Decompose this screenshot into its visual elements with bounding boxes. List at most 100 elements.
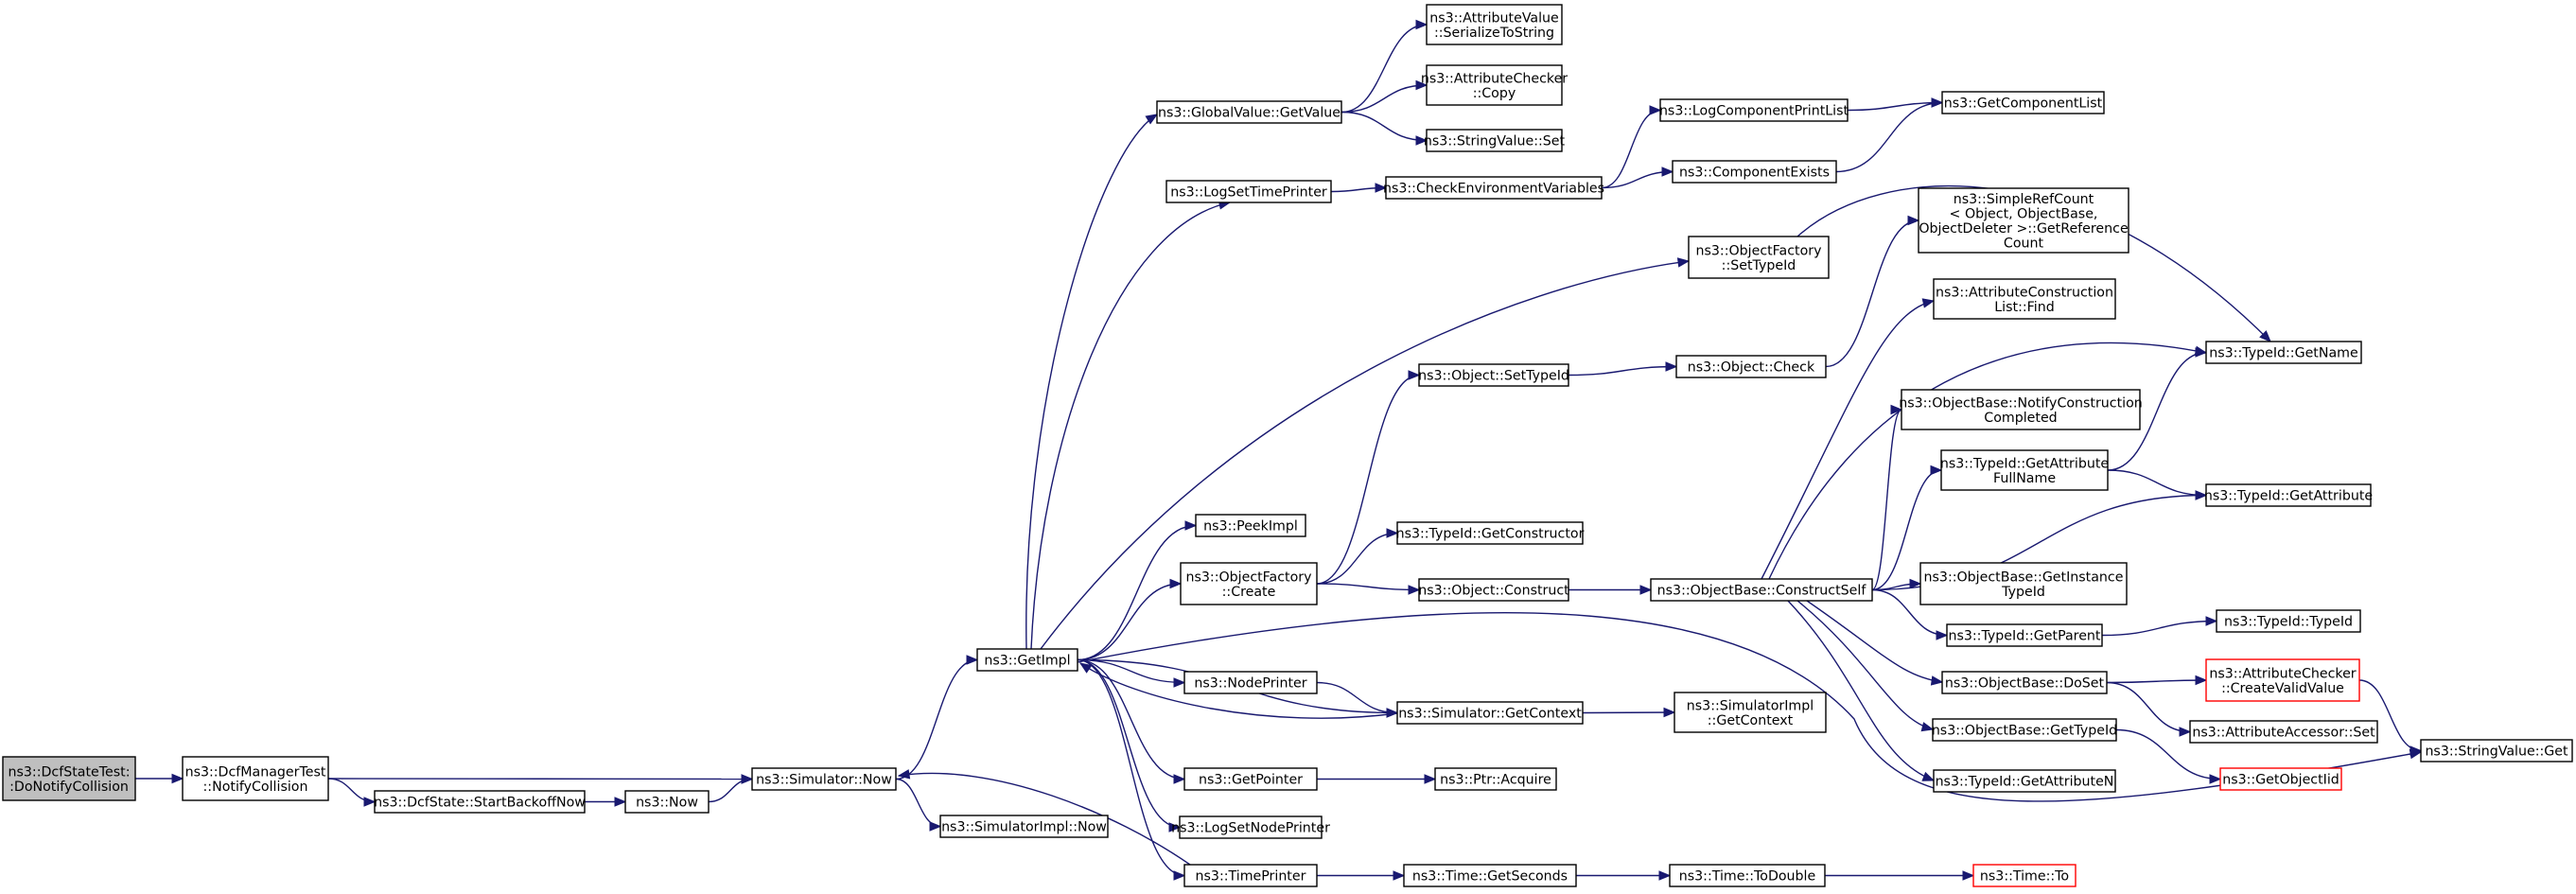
- node-n44[interactable]: ns3::Ptr::Acquire: [1434, 767, 1557, 791]
- node-n16[interactable]: ns3::ObjectFactory::SetTypeId: [1688, 236, 1830, 279]
- node-box: [1933, 278, 2116, 320]
- node-n36[interactable]: ns3::StringValue::Get: [2420, 739, 2573, 763]
- arrowhead-n6-n45: [1168, 822, 1182, 833]
- node-box: [1688, 236, 1830, 279]
- node-label: TypeId: [2001, 585, 2045, 600]
- node-label: ::SerializeToString: [1434, 26, 1554, 41]
- arrowhead-n29-n23: [1930, 465, 1943, 476]
- node-n28[interactable]: ns3::Object::Construct: [1418, 578, 1569, 602]
- arrowhead-n6-n43: [1173, 774, 1186, 784]
- node-n42[interactable]: ns3::TypeId::GetAttributeN: [1933, 769, 2116, 793]
- node-box: [2205, 483, 2372, 507]
- node-n2[interactable]: ns3::DcfState::StartBackoffNow: [374, 790, 586, 814]
- node-label: ::SetTypeId: [1722, 258, 1796, 273]
- node-n20[interactable]: ns3::Object::SetTypeId: [1418, 363, 1569, 387]
- node-n5[interactable]: ns3::SimulatorImpl::Now: [939, 815, 1109, 838]
- node-box: [1195, 514, 1306, 537]
- node-n48[interactable]: ns3::Time::ToDouble: [1669, 864, 1826, 887]
- edge-n27-n20: [1316, 374, 1420, 585]
- edge-n7-n8: [1341, 24, 1428, 114]
- node-n38[interactable]: ns3::Simulator::GetContext: [1396, 701, 1584, 725]
- node-box: [1669, 864, 1826, 887]
- node-label: ns3::DcfStateTest:: [9, 764, 131, 780]
- arrowhead-n34-n36: [2410, 745, 2423, 756]
- edge-n15-n14: [1835, 101, 1943, 173]
- node-n13[interactable]: ns3::LogComponentPrintList: [1659, 98, 1849, 122]
- node-n26[interactable]: ns3::TypeId::GetConstructor: [1396, 521, 1585, 545]
- node-n25[interactable]: ns3::PeekImpl: [1195, 514, 1306, 537]
- arrowhead-n27-n28: [1408, 585, 1421, 595]
- node-n1[interactable]: ns3::DcfManagerTest::NotifyCollision: [182, 756, 329, 801]
- node-n29[interactable]: ns3::ObjectBase::ConstructSelf: [1650, 578, 1873, 602]
- arrowhead-n27-n20: [1408, 370, 1421, 380]
- node-box: [2205, 341, 2362, 364]
- edge-n29-n40: [1796, 600, 1934, 730]
- node-n9[interactable]: ns3::AttributeChecker::Copy: [1421, 64, 1568, 106]
- node-box: [1946, 623, 2103, 647]
- node-label: ::CreateValidValue: [2221, 681, 2344, 696]
- arrowhead-n1-n2: [363, 797, 377, 807]
- arrowhead-n48-n49: [1962, 870, 1975, 881]
- node-n45[interactable]: ns3::LogSetNodePrinter: [1171, 815, 1330, 839]
- node-n12[interactable]: ns3::CheckEnvironmentVariables: [1383, 176, 1604, 200]
- node-n37[interactable]: ns3::NodePrinter: [1183, 671, 1318, 694]
- node-box: [1180, 562, 1318, 605]
- node-box: [1650, 578, 1873, 602]
- node-n18[interactable]: ns3::SimpleRefCount< Object, ObjectBase,…: [1918, 187, 2129, 254]
- node-n40[interactable]: ns3::ObjectBase::GetTypeId: [1932, 718, 2117, 742]
- node-n11[interactable]: ns3::LogSetTimePrinter: [1165, 180, 1332, 203]
- arrowhead-n29-n22: [1890, 404, 1903, 415]
- node-n27[interactable]: ns3::ObjectFactory::Create: [1180, 562, 1318, 605]
- arrowhead-n31-n32: [2205, 616, 2218, 626]
- edge-n6-n37: [1077, 658, 1185, 684]
- arrowhead-n37-n38: [1386, 708, 1399, 718]
- node-n15[interactable]: ns3::ComponentExists: [1672, 160, 1837, 184]
- node-n24[interactable]: ns3::TypeId::GetAttribute: [2204, 483, 2373, 507]
- node-n31[interactable]: ns3::TypeId::GetParent: [1946, 623, 2103, 647]
- edge-n23-n17: [2107, 351, 2207, 471]
- node-label: ns3::AttributeValue: [1429, 10, 1559, 26]
- node-n17[interactable]: ns3::TypeId::GetName: [2205, 341, 2362, 364]
- node-box: [182, 756, 329, 801]
- node-box: [1901, 389, 2141, 430]
- node-n6[interactable]: ns3::GetImpl: [976, 648, 1078, 672]
- arrowhead-n12-n13: [1649, 105, 1662, 115]
- node-n33[interactable]: ns3::ObjectBase::DoSet: [1941, 671, 2108, 694]
- node-n10[interactable]: ns3::StringValue::Set: [1424, 129, 1566, 152]
- node-n49[interactable]: ns3::Time::To: [1972, 864, 2077, 887]
- node-label: ns3::TypeId::GetAttribute: [2204, 489, 2373, 504]
- node-n22[interactable]: ns3::ObjectBase::NotifyConstructionCompl…: [1899, 389, 2143, 430]
- node-n14[interactable]: ns3::GetComponentList: [1941, 91, 2105, 114]
- node-label: ns3::NodePrinter: [1194, 676, 1306, 692]
- node-n7[interactable]: ns3::GlobalValue::GetValue: [1156, 100, 1342, 124]
- node-n46[interactable]: ns3::TimePrinter: [1183, 864, 1318, 887]
- arrowhead-n6-n16: [1676, 257, 1691, 268]
- edge-n29-n22: [1871, 409, 1902, 591]
- arrowhead-n23-n17: [2195, 347, 2208, 358]
- node-n39[interactable]: ns3::SimulatorImpl::GetContext: [1674, 692, 1827, 733]
- node-label: ns3::Time::To: [1980, 869, 2069, 885]
- node-box: [1396, 521, 1584, 545]
- arrowhead-n6-n46: [1173, 870, 1186, 881]
- node-box: [1179, 815, 1323, 839]
- node-n32[interactable]: ns3::TypeId::TypeId: [2216, 609, 2361, 633]
- node-n34[interactable]: ns3::AttributeChecker::CreateValidValue: [2205, 658, 2360, 702]
- node-label: ns3::TypeId::GetParent: [1948, 629, 2100, 644]
- node-n43[interactable]: ns3::GetPointer: [1183, 767, 1318, 791]
- node-n8[interactable]: ns3::AttributeValue::SerializeToString: [1426, 4, 1563, 45]
- node-n3[interactable]: ns3::Now: [624, 790, 710, 814]
- node-n4[interactable]: ns3::Simulator::Now: [751, 767, 897, 791]
- node-box: [1418, 578, 1569, 602]
- node-label: ns3::GetObjectIid: [2222, 773, 2339, 788]
- node-label: ns3::TypeId::GetAttributeN: [1936, 775, 2114, 790]
- node-n47[interactable]: ns3::Time::GetSeconds: [1403, 864, 1577, 887]
- node-n41[interactable]: ns3::GetObjectIid: [2219, 767, 2342, 791]
- node-n21[interactable]: ns3::Object::Check: [1675, 355, 1827, 378]
- edge-n6-n45: [1077, 658, 1181, 829]
- edge-n27-n28: [1316, 583, 1420, 591]
- node-n35[interactable]: ns3::AttributeAccessor::Set: [2189, 720, 2378, 744]
- node-n0[interactable]: ns3::DcfStateTest::DoNotifyCollision: [2, 756, 136, 801]
